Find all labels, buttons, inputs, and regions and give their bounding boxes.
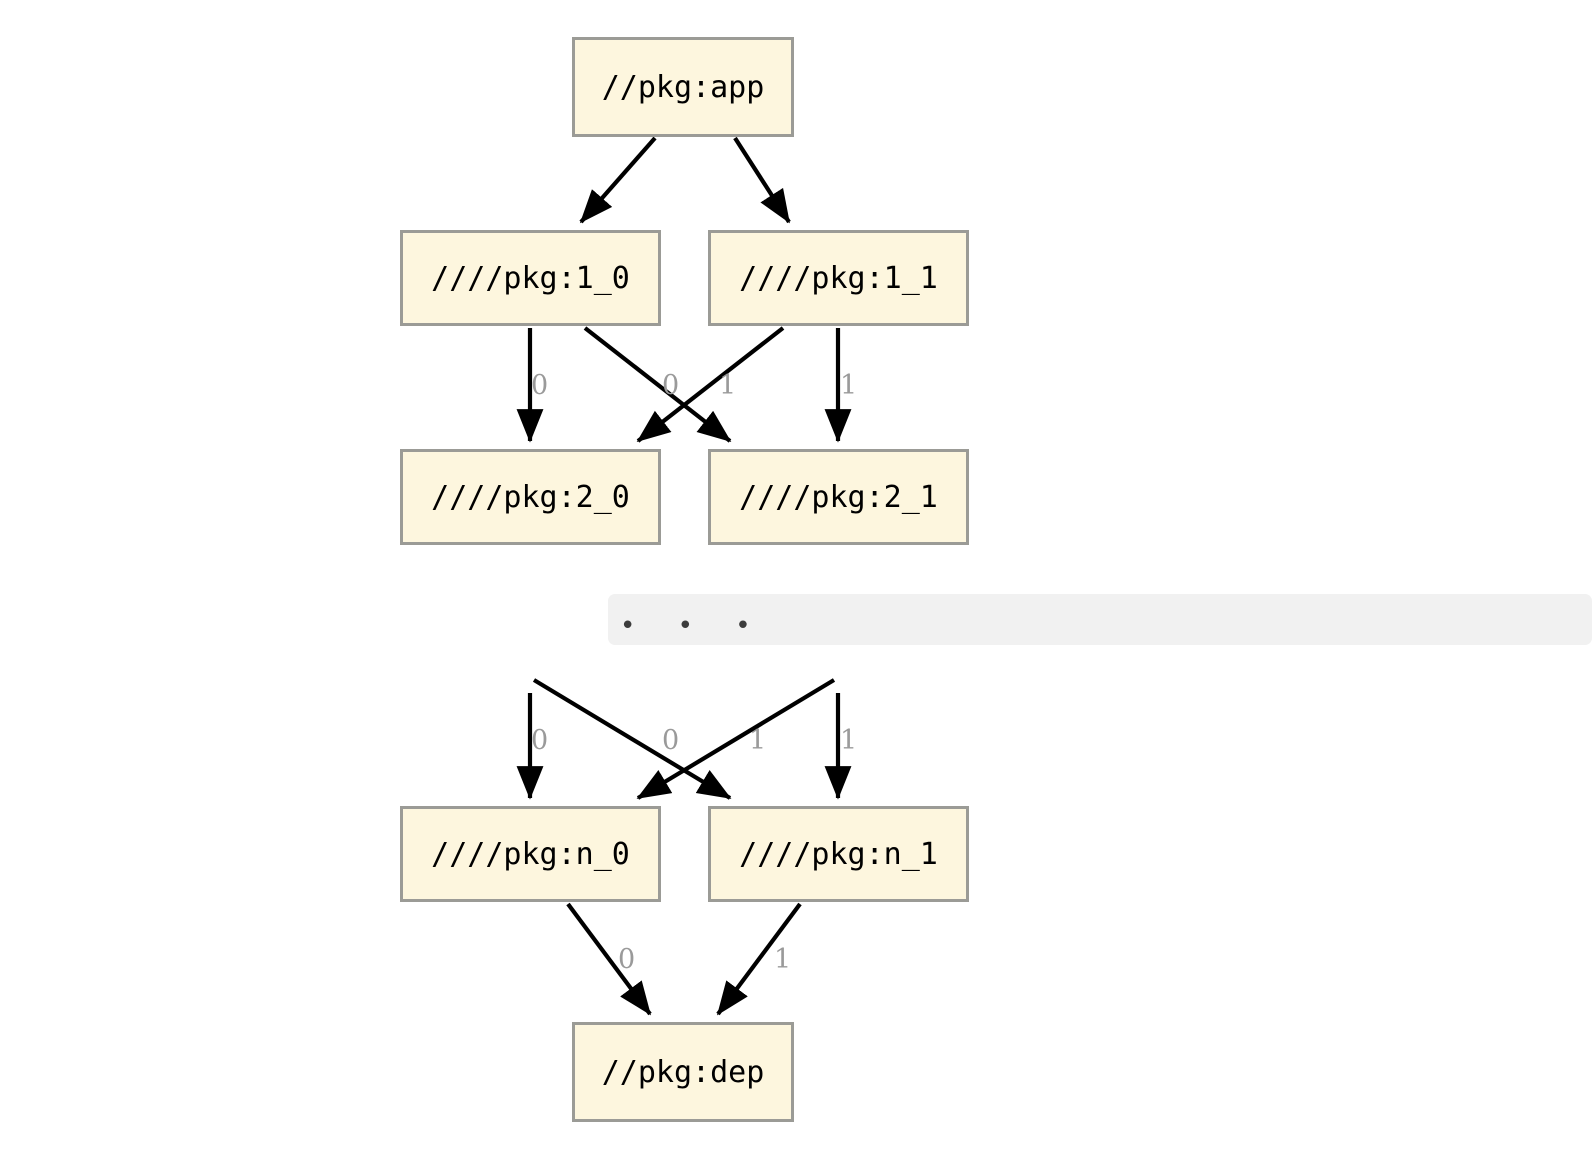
edge-label-1_1-to-2_0: 1 bbox=[719, 370, 737, 401]
edge-label-1_0-to-2_0: 0 bbox=[531, 370, 549, 401]
edge-label-dangling-n_0-vertical: 0 bbox=[531, 725, 549, 756]
node-pkg-1-1-label: ////pkg:1_1 bbox=[739, 260, 938, 296]
node-app[interactable]: //pkg:app bbox=[572, 37, 794, 137]
edge-label-dangling-n_1-vertical: 1 bbox=[840, 725, 858, 756]
node-dep-label: //pkg:dep bbox=[601, 1054, 765, 1090]
edge-label-n_0-to-dep: 0 bbox=[618, 944, 636, 975]
node-pkg-2-1-label: ////pkg:2_1 bbox=[739, 479, 938, 515]
node-pkg-1-0[interactable]: ////pkg:1_0 bbox=[400, 230, 661, 326]
node-pkg-n-1[interactable]: ////pkg:n_1 bbox=[708, 806, 969, 902]
node-dep[interactable]: //pkg:dep bbox=[572, 1022, 794, 1122]
node-pkg-2-0[interactable]: ////pkg:2_0 bbox=[400, 449, 661, 545]
edge-app-to-1_0 bbox=[579, 136, 657, 224]
node-pkg-1-1[interactable]: ////pkg:1_1 bbox=[708, 230, 969, 326]
edge-label-n_1-to-dep: 1 bbox=[774, 944, 792, 975]
node-pkg-n-0[interactable]: ////pkg:n_0 bbox=[400, 806, 661, 902]
edge-dangling-to-n_0-diagonal bbox=[636, 678, 836, 800]
edge-app-to-1_1 bbox=[733, 136, 791, 224]
node-app-label: //pkg:app bbox=[601, 69, 765, 105]
node-pkg-2-1[interactable]: ////pkg:2_1 bbox=[708, 449, 969, 545]
node-pkg-n-0-label: ////pkg:n_0 bbox=[431, 836, 630, 872]
edge-dangling-to-n_1-diagonal bbox=[532, 678, 732, 800]
edge-n_0-to-dep bbox=[566, 902, 652, 1016]
edge-label-1_1-to-2_1: 1 bbox=[840, 370, 858, 401]
edge-label-1_0-to-2_1: 0 bbox=[662, 370, 680, 401]
edge-label-dangling-n_0-diagonal: 1 bbox=[749, 725, 767, 756]
edge-label-dangling-n_1-diagonal: 0 bbox=[662, 725, 680, 756]
node-pkg-n-1-label: ////pkg:n_1 bbox=[739, 836, 938, 872]
ellipsis-band: • • • bbox=[608, 594, 1592, 645]
edge-1_1-to-2_0 bbox=[636, 326, 785, 443]
node-pkg-1-0-label: ////pkg:1_0 bbox=[431, 260, 630, 296]
node-pkg-2-0-label: ////pkg:2_0 bbox=[431, 479, 630, 515]
ellipsis-dots: • • • bbox=[620, 611, 768, 641]
edge-1_0-to-2_1 bbox=[583, 326, 732, 443]
edge-n_1-to-dep bbox=[716, 902, 802, 1016]
